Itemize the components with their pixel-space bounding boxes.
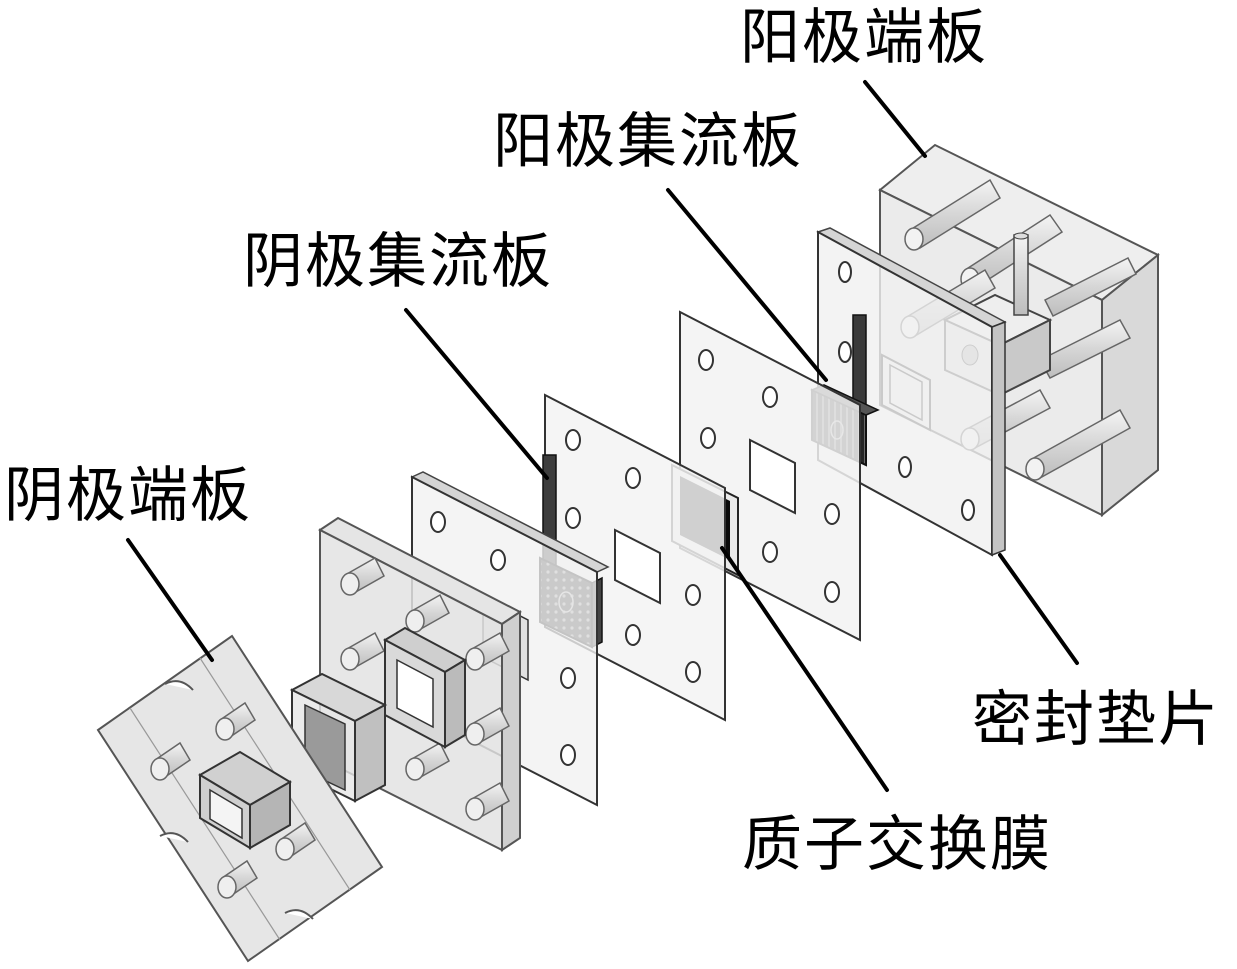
leader-anode-end-plate [863,80,927,158]
leader-cathode-current-collector [404,308,549,480]
label-gasket: 密封垫片 [972,685,1220,755]
leader-lines [126,80,1079,792]
leader-gasket [998,553,1079,665]
leader-anode-current-collector [666,188,828,382]
label-cathode-end-plate: 阴极端板 [4,461,252,531]
cathode-end-plate [289,516,522,852]
leader-proton-exchange-membrane [720,546,889,792]
cathode-outer-plate [96,634,384,963]
label-anode-current-collector: 阳极集流板 [493,107,803,177]
label-proton-exchange-membrane: 质子交换膜 [742,810,1052,880]
label-cathode-current-collector: 阴极集流板 [243,227,553,297]
label-anode-end-plate: 阳极端板 [740,3,988,73]
leader-cathode-end-plate [126,538,214,662]
